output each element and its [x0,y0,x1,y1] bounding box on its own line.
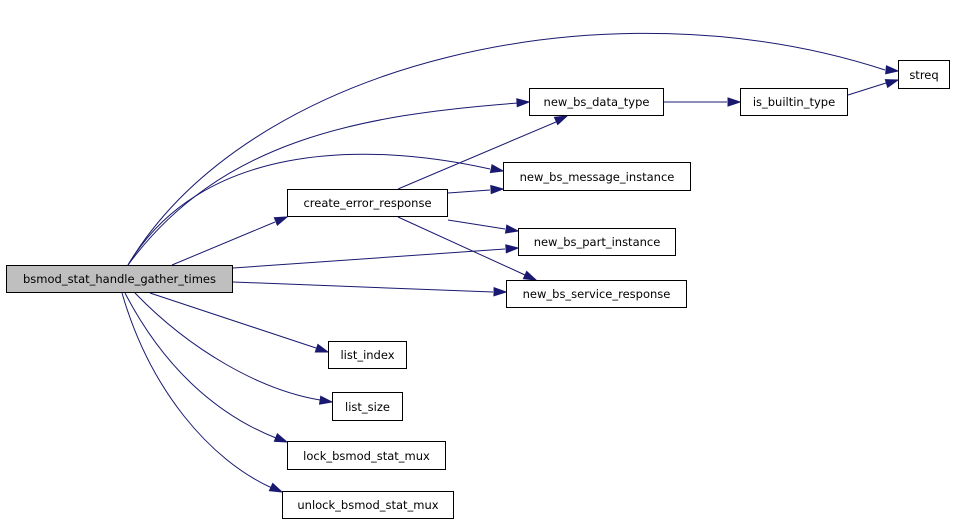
node-streq[interactable]: streq [898,60,950,89]
arrowhead-icon [490,184,505,195]
arrowhead-icon [884,79,900,89]
node-new-bs-service-response[interactable]: new_bs_service_response [506,280,687,308]
edge-root-to-new-bs-data-type [127,98,531,266]
edge-create-error-response-to-new-bs-part-instance [447,219,520,234]
arrowhead-icon [268,482,284,493]
edge-create-error-response-to-new-bs-message-instance [447,184,505,195]
node-is-builtin-type[interactable]: is_builtin_type [740,88,848,116]
arrowhead-icon [516,98,531,108]
arrowhead-icon [522,270,538,281]
node-create-error-response[interactable]: create_error_response [287,189,448,217]
arrowhead-icon [553,115,569,126]
edge-root-to-lock-bsmod-stat-mux [124,292,289,443]
arrowhead-icon [505,244,520,254]
edge-new-bs-data-type-to-is-builtin-type [664,97,742,107]
edge-root-to-list-size [134,292,334,405]
node-list-size[interactable]: list_size [332,392,403,421]
edge-create-error-response-to-new-bs-data-type [397,115,569,190]
arrowhead-icon [314,343,330,353]
edge-root-to-list-index [149,292,330,353]
edge-root-to-streq [127,32,900,266]
edge-root-to-new-bs-service-response [232,281,508,297]
node-bsmod-stat-handle-gather-times[interactable]: bsmod_stat_handle_gather_times [6,265,233,293]
node-unlock-bsmod-stat-mux[interactable]: unlock_bsmod_stat_mux [282,491,454,519]
node-list-index[interactable]: list_index [328,341,407,369]
edge-root-to-create-error-response [171,216,289,266]
arrowhead-icon [489,163,505,174]
arrowhead-icon [504,224,520,234]
node-lock-bsmod-stat-mux[interactable]: lock_bsmod_stat_mux [287,441,446,470]
node-new-bs-part-instance[interactable]: new_bs_part_instance [518,228,676,256]
arrowhead-icon [727,97,742,107]
arrowhead-icon [885,65,900,75]
edge-create-error-response-to-new-bs-service-response [397,216,538,281]
arrowhead-icon [493,287,508,297]
edge-is-builtin-type-to-streq [847,79,900,96]
arrowhead-icon [273,216,289,227]
node-new-bs-data-type[interactable]: new_bs_data_type [529,88,664,116]
node-new-bs-message-instance[interactable]: new_bs_message_instance [503,162,691,191]
arrowhead-icon [318,395,334,405]
edge-root-to-unlock-bsmod-stat-mux [121,292,284,493]
edge-root-to-new-bs-message-instance [127,153,505,266]
arrowhead-icon [273,432,289,443]
edge-root-to-new-bs-part-instance [232,244,520,269]
